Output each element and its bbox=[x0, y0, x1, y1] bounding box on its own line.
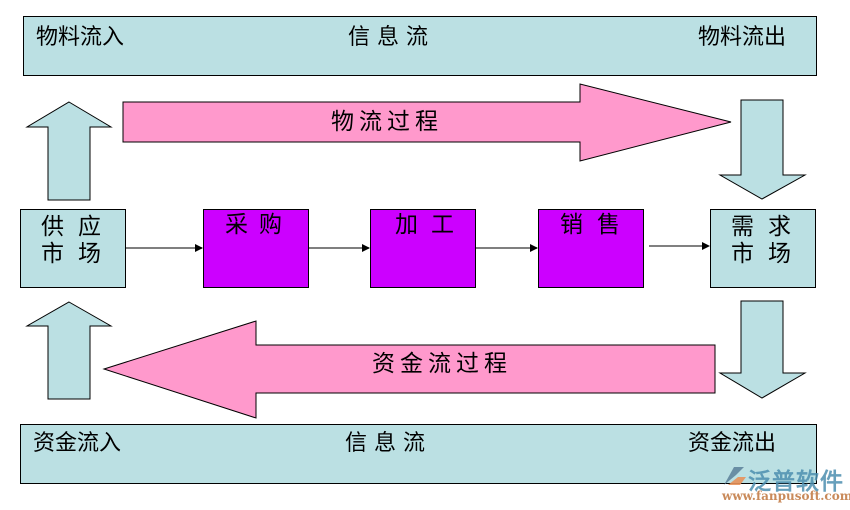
material-flow-label: 物流过程 bbox=[331, 109, 443, 135]
top-info-bar bbox=[23, 16, 817, 76]
bottom-info-flow-label: 信 息 流 bbox=[345, 431, 425, 456]
down-arrow-bottom-right-icon bbox=[718, 300, 807, 399]
watermark-url[interactable]: www.fanpusoft.com bbox=[722, 489, 850, 503]
up-arrow-bottom-left-icon bbox=[25, 301, 113, 400]
watermark: 泛普软件 www.fanpusoft.com bbox=[720, 462, 850, 506]
demand-market-node: 需求 市场 bbox=[710, 209, 816, 288]
material-inflow-label: 物料流入 bbox=[36, 25, 125, 50]
purchase-label: 采购 bbox=[225, 212, 293, 238]
watermark-brand: 泛普软件 bbox=[748, 469, 844, 495]
processing-label: 加工 bbox=[395, 212, 467, 238]
up-arrow-top-left-icon bbox=[25, 101, 113, 201]
capital-inflow-label: 资金流入 bbox=[33, 431, 122, 456]
supply-market-line2: 市场 bbox=[41, 241, 115, 267]
capital-flow-label: 资金流过程 bbox=[372, 351, 512, 377]
capital-flow-arrow bbox=[102, 320, 716, 419]
material-flow-arrow bbox=[122, 83, 732, 162]
top-info-flow-label: 信 息 流 bbox=[348, 25, 428, 50]
demand-market-line1: 需求 bbox=[731, 214, 805, 240]
processing-node: 加工 bbox=[370, 209, 476, 288]
material-outflow-label: 物料流出 bbox=[698, 25, 787, 50]
demand-market-line2: 市场 bbox=[731, 241, 805, 267]
purchase-node: 采购 bbox=[203, 209, 309, 288]
sales-node: 销售 bbox=[538, 209, 644, 288]
capital-outflow-label: 资金流出 bbox=[688, 431, 777, 456]
brand-logo-icon bbox=[724, 467, 746, 485]
supply-market-node: 供应 市场 bbox=[20, 209, 126, 288]
down-arrow-top-right-icon bbox=[718, 99, 807, 200]
bottom-info-bar bbox=[20, 424, 817, 484]
supply-market-line1: 供应 bbox=[41, 214, 115, 240]
sales-label: 销售 bbox=[560, 212, 634, 238]
